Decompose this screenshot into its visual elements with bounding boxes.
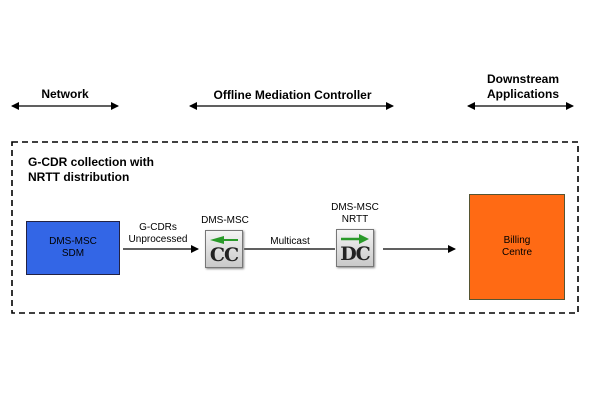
cc-icon-text: CC [209, 244, 239, 266]
collection-cartridge-node: CC [205, 230, 243, 268]
cc-arrow-icon [210, 236, 238, 244]
header-mediation-controller: Offline Mediation Controller [213, 88, 372, 102]
frame-title: G-CDR collection with NRTT distribution [28, 155, 154, 184]
cc-caption: DMS-MSC [201, 215, 249, 226]
billing-label: Billing Centre [501, 235, 532, 258]
billing-centre-node: Billing Centre [469, 194, 565, 300]
sdm-label: DMS-MSC SDM [49, 236, 97, 259]
dc-caption: DMS-MSC NRTT [331, 202, 379, 225]
header-downstream-applications: Downstream Applications [486, 72, 560, 101]
sdm-node: DMS-MSC SDM [26, 221, 120, 275]
collection-frame [11, 141, 579, 314]
header-network: Network [41, 87, 89, 101]
edge-label-multicast: Multicast [270, 236, 310, 247]
dc-arrow-icon [341, 234, 369, 244]
edge-label-gcdrs-unprocessed: G-CDRs Unprocessed [128, 222, 188, 245]
dc-icon-text: DC [340, 243, 371, 265]
distribution-cartridge-node: DC [336, 229, 374, 267]
